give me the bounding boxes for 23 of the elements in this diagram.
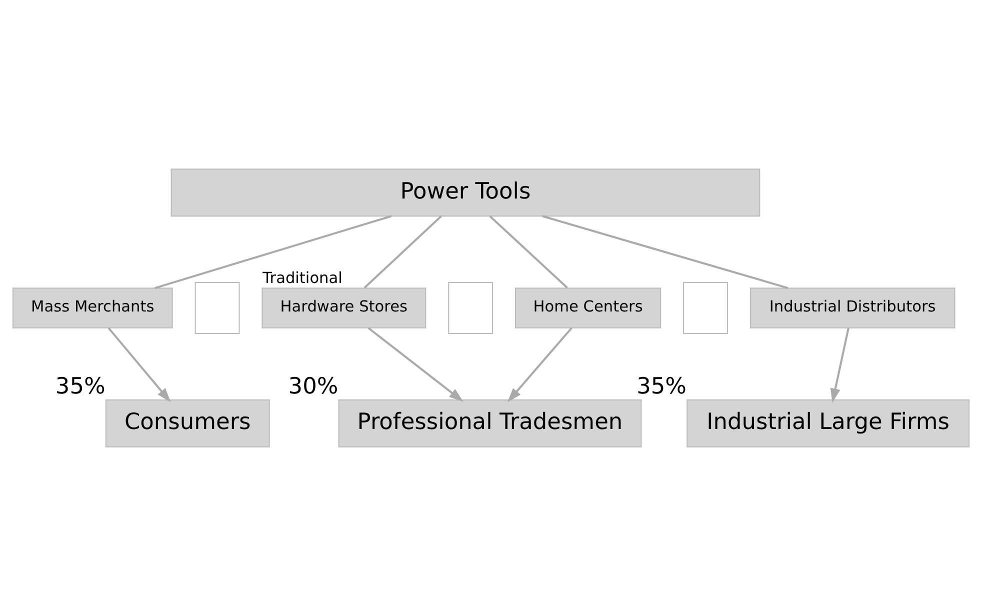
arrow [108, 327, 171, 402]
node-box: Professional Tradesmen [338, 399, 642, 448]
arrow [368, 327, 464, 402]
node-box: Hardware Stores [262, 288, 426, 328]
node-box [448, 282, 494, 334]
node-box: Industrial Large Firms [686, 399, 970, 448]
node-box [194, 282, 240, 334]
connector [542, 215, 788, 290]
node-label: 30% [288, 373, 338, 400]
node-box: Power Tools [170, 168, 760, 217]
node-label: 35% [55, 373, 106, 400]
node-label: 35% [636, 373, 687, 400]
connector [489, 216, 568, 288]
connector [154, 215, 392, 290]
connector [364, 216, 442, 288]
node-box: Consumers [105, 399, 270, 448]
node-box: Mass Merchants [12, 288, 173, 328]
arrow [830, 328, 850, 403]
node-label: Traditional [262, 268, 342, 287]
node-box: Home Centers [515, 288, 662, 328]
node-box [683, 282, 728, 334]
arrow [507, 327, 572, 402]
node-box: Industrial Distributors [750, 288, 956, 328]
